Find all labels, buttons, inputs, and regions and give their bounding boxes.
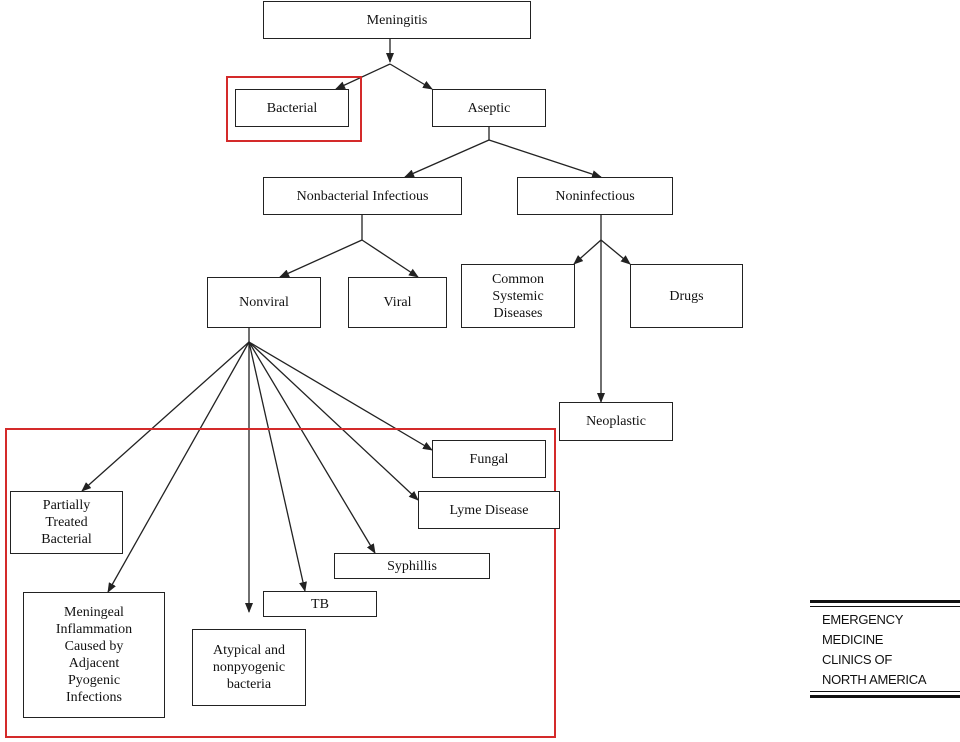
node-bacterial: Bacterial [235,89,349,127]
edge-meningitis-bacterial [335,63,391,90]
bacterial-highlight [226,76,362,142]
logo-bottom-rule [810,695,960,698]
logo-top-rule [810,600,960,603]
node-meningeal-inflammation: Meningeal Inflammation Caused by Adjacen… [23,592,165,718]
edge-nonviral-meningeal [107,341,250,593]
node-common-systemic-diseases: Common Systemic Diseases [461,264,575,328]
node-syphillis: Syphillis [334,553,490,579]
edge-nonviral-fungal [248,341,433,451]
edge-nonbacterial-nonviral [279,239,363,278]
node-aseptic: Aseptic [432,89,546,127]
node-nonviral: Nonviral [207,277,321,328]
logo-top-rule-thin [810,606,960,607]
journal-logo: EMERGENCY MEDICINE CLINICS OF NORTH AMER… [810,600,960,700]
node-fungal: Fungal [432,440,546,478]
edge-aseptic-nonbacterial [404,139,490,178]
node-tb: TB [263,591,377,617]
nonviral-group-highlight [5,428,556,738]
logo-bottom-rule-thin [810,691,960,692]
logo-text: EMERGENCY MEDICINE CLINICS OF NORTH AMER… [822,612,927,687]
node-viral: Viral [348,277,447,328]
node-meningitis: Meningitis [263,1,531,39]
edge-nonviral-partially [81,341,250,492]
node-lyme-disease: Lyme Disease [418,491,560,529]
edge-nonviral-syphillis [248,341,376,554]
node-partially-treated-bacterial: Partially Treated Bacterial [10,491,123,554]
node-noninfectious: Noninfectious [517,177,673,215]
node-nonbacterial-infectious: Nonbacterial Infectious [263,177,462,215]
edge-nonviral-lyme [248,341,419,501]
edge-aseptic-noninfectious [488,139,602,178]
node-drugs: Drugs [630,264,743,328]
edge-noninfectious-systemic [573,239,602,265]
node-atypical-bacteria: Atypical and nonpyogenic bacteria [192,629,306,706]
edge-nonviral-tb [248,341,307,592]
edge-noninfectious-drugs [600,239,631,265]
edge-meningitis-aseptic [389,63,433,90]
node-neoplastic: Neoplastic [559,402,673,441]
edge-nonbacterial-viral [361,239,419,278]
